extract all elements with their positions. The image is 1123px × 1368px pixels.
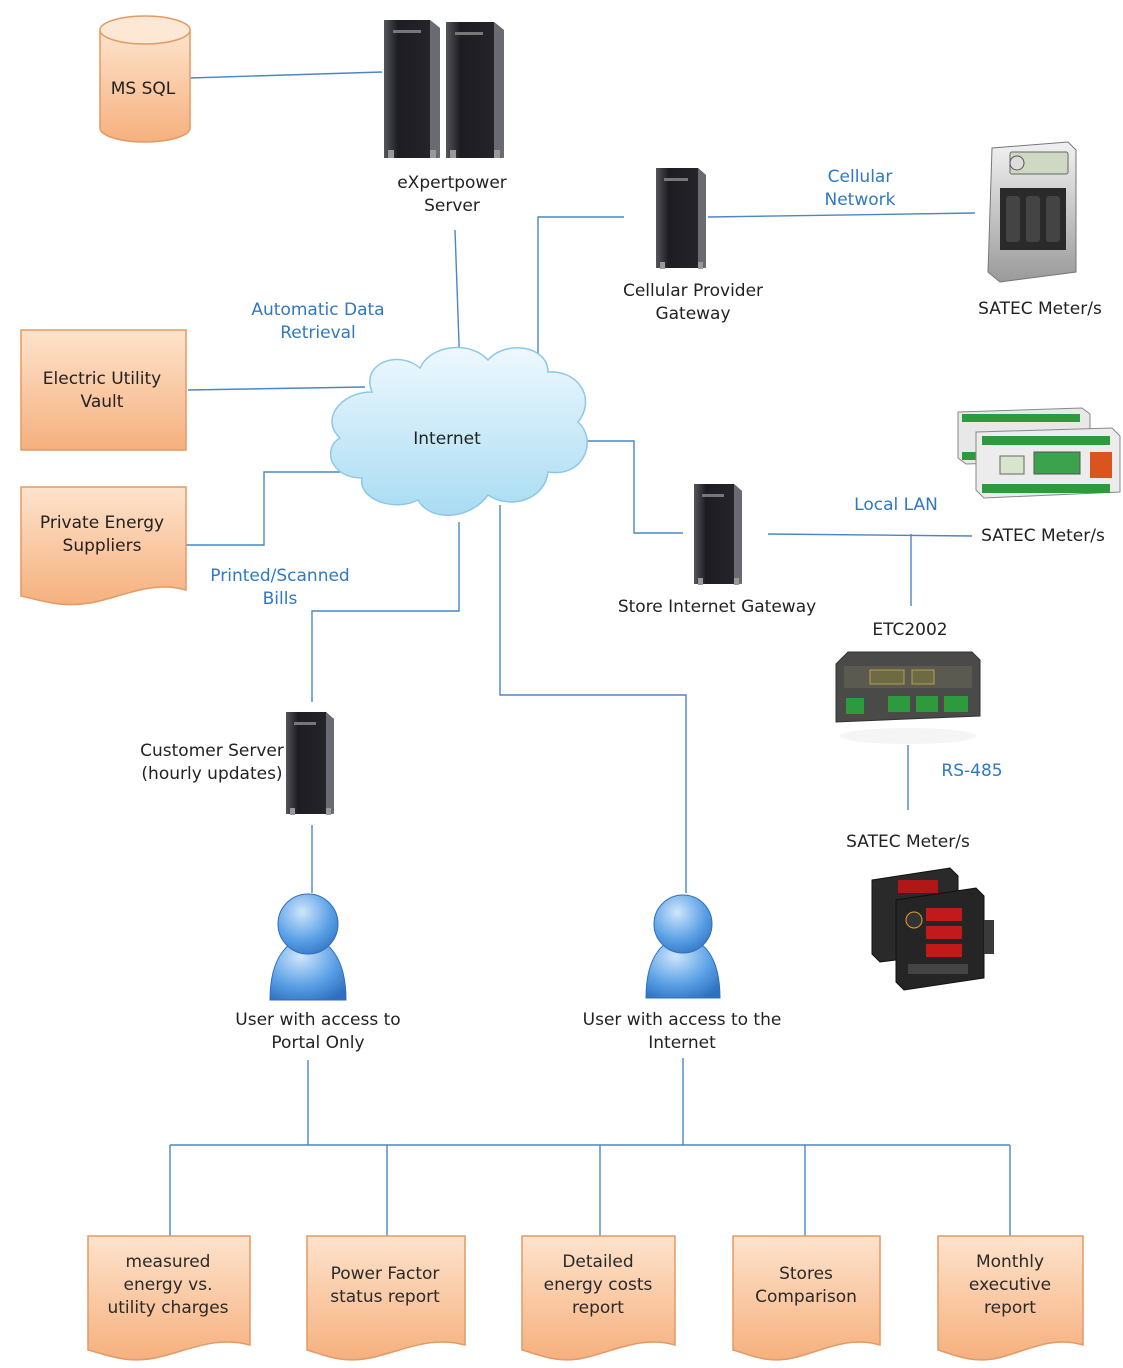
store-internet-gateway-label: Store Internet Gateway xyxy=(618,597,816,617)
automatic-data-retrieval-label-line1: Automatic Data xyxy=(251,300,384,320)
user-internet-label-line1: User with access to the xyxy=(583,1010,782,1030)
report-power-factor: Power Factor status report xyxy=(306,1235,466,1361)
etc2002-device-icon xyxy=(835,651,981,744)
report-measured-energy: measured energy vs. utility charges xyxy=(87,1235,251,1361)
cellular-network-label-line2: Network xyxy=(825,190,896,210)
expertpower-server-icon xyxy=(384,20,504,158)
report-label-line: measured xyxy=(126,1252,211,1272)
private-energy-suppliers-doc: Private Energy Suppliers xyxy=(20,486,187,606)
satec-meter-top-label: SATEC Meter/s xyxy=(978,299,1102,319)
report-label-line: Stores xyxy=(779,1264,833,1284)
report-label-line: energy vs. xyxy=(124,1275,213,1295)
report-label-line: utility charges xyxy=(107,1298,228,1318)
report-label-line: report xyxy=(572,1298,624,1318)
report-label-line: executive xyxy=(969,1275,1051,1295)
internet-cloud: Internet xyxy=(330,346,588,516)
user-internet-icon xyxy=(645,894,721,999)
electric-utility-vault-label-line1: Electric Utility xyxy=(43,369,161,389)
report-detailed-energy-costs: Detailed energy costs report xyxy=(521,1235,676,1361)
cellular-gateway-server-icon xyxy=(656,168,706,269)
user-portal-icon xyxy=(269,893,347,1001)
electric-utility-vault-box: Electric Utility Vault xyxy=(20,329,187,451)
printed-scanned-bills-label-line1: Printed/Scanned xyxy=(210,566,349,586)
electric-utility-vault-label-line2: Vault xyxy=(81,392,124,412)
user-portal-label-line1: User with access to xyxy=(235,1010,400,1030)
local-lan-label: Local LAN xyxy=(854,495,938,515)
customer-server-label-line1: Customer Server xyxy=(140,741,284,761)
ms-sql-database: MS SQL xyxy=(99,15,191,143)
connector-lines xyxy=(169,71,1011,1236)
automatic-data-retrieval-label-line2: Retrieval xyxy=(280,323,356,343)
report-label-line: Comparison xyxy=(755,1287,857,1307)
cellular-gateway-label-line2: Gateway xyxy=(655,304,730,324)
store-internet-gateway-server-icon xyxy=(694,484,742,585)
report-label-line: Power Factor xyxy=(331,1264,440,1284)
report-monthly-executive: Monthly executive report xyxy=(937,1235,1084,1361)
cellular-network-label-line1: Cellular xyxy=(828,167,893,187)
report-label-line: energy costs xyxy=(544,1275,653,1295)
etc2002-label: ETC2002 xyxy=(872,620,947,640)
satec-meter-mid-label: SATEC Meter/s xyxy=(981,526,1105,546)
report-label-line: status report xyxy=(330,1287,440,1307)
satec-meter-lan-icon xyxy=(957,407,1121,499)
report-label-line: report xyxy=(984,1298,1036,1318)
expertpower-server-label-line2: Server xyxy=(424,196,480,216)
customer-server-icon xyxy=(286,712,334,815)
private-energy-suppliers-label-line1: Private Energy xyxy=(40,513,164,533)
rs485-label: RS-485 xyxy=(941,761,1002,781)
expertpower-server-label-line1: eXpertpower xyxy=(397,173,507,193)
cellular-gateway-label-line1: Cellular Provider xyxy=(623,281,763,301)
internet-label: Internet xyxy=(413,429,481,449)
user-portal-label-line2: Portal Only xyxy=(271,1033,364,1053)
customer-server-label-line2: (hourly updates) xyxy=(141,764,282,784)
report-stores-comparison: Stores Comparison xyxy=(732,1235,881,1361)
private-energy-suppliers-label-line2: Suppliers xyxy=(63,536,142,556)
ms-sql-label: MS SQL xyxy=(111,79,176,99)
report-label-line: Monthly xyxy=(976,1252,1044,1272)
satec-meter-cellular-icon xyxy=(987,141,1077,283)
user-internet-label-line2: Internet xyxy=(648,1033,716,1053)
printed-scanned-bills-label-line2: Bills xyxy=(263,589,298,609)
satec-meter-bottom-label: SATEC Meter/s xyxy=(846,832,970,852)
satec-meter-panel-icon xyxy=(871,867,994,991)
report-label-line: Detailed xyxy=(562,1252,633,1272)
